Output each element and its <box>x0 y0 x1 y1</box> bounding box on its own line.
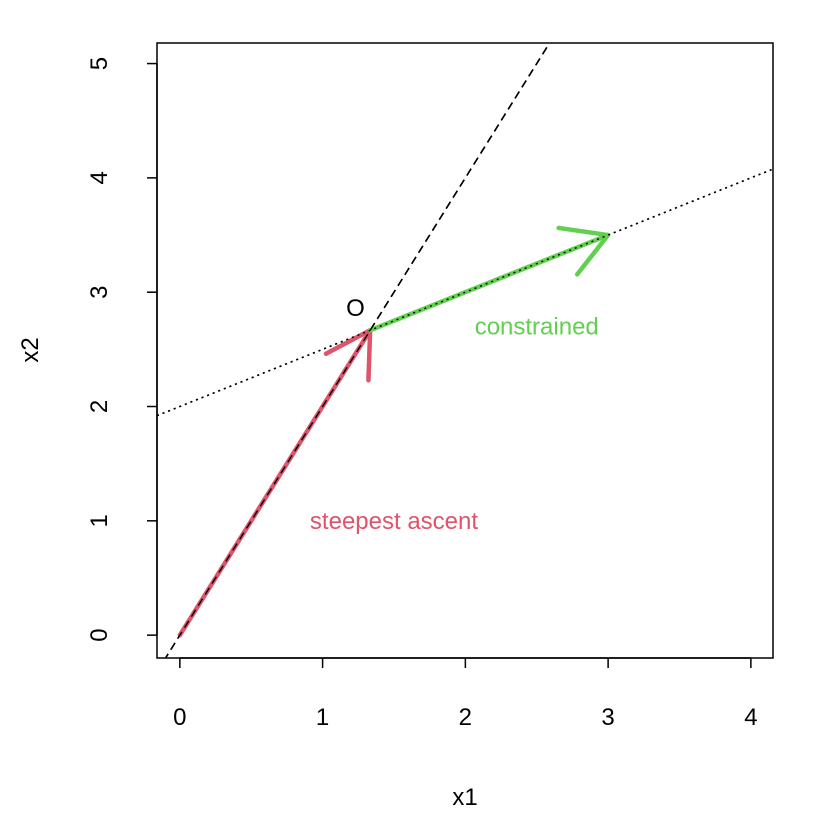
y-tick-label: 2 <box>86 400 113 413</box>
y-tick-label: 4 <box>86 171 113 184</box>
axes: 0 1 2 3 4 0 1 2 3 4 5 <box>86 57 758 731</box>
constraint-line-overlay <box>157 168 773 417</box>
steepest-ascent-label: steepest ascent <box>310 508 478 535</box>
x-tick-label: 3 <box>601 704 614 731</box>
x-axis-label: x1 <box>452 784 477 811</box>
origin-label: O <box>346 295 365 322</box>
constrained-arrow-head <box>556 225 611 277</box>
x-tick-label: 4 <box>744 704 757 731</box>
x-tick-label: 1 <box>316 704 329 731</box>
steepest-direction-line-overlay <box>164 43 551 658</box>
plot-frame <box>156 42 774 659</box>
y-tick-label: 3 <box>86 286 113 299</box>
y-tick-label: 5 <box>86 57 113 70</box>
constrained-label: constrained <box>475 313 599 340</box>
x-tick-label: 0 <box>173 704 186 731</box>
constrained-arrow <box>367 232 611 333</box>
x-tick-label: 2 <box>459 704 472 731</box>
y-tick-label: 0 <box>86 628 113 641</box>
plot-area <box>157 43 773 658</box>
steepest-direction-line <box>164 43 551 658</box>
y-axis-label: x2 <box>17 337 44 362</box>
y-tick-label: 1 <box>86 514 113 527</box>
